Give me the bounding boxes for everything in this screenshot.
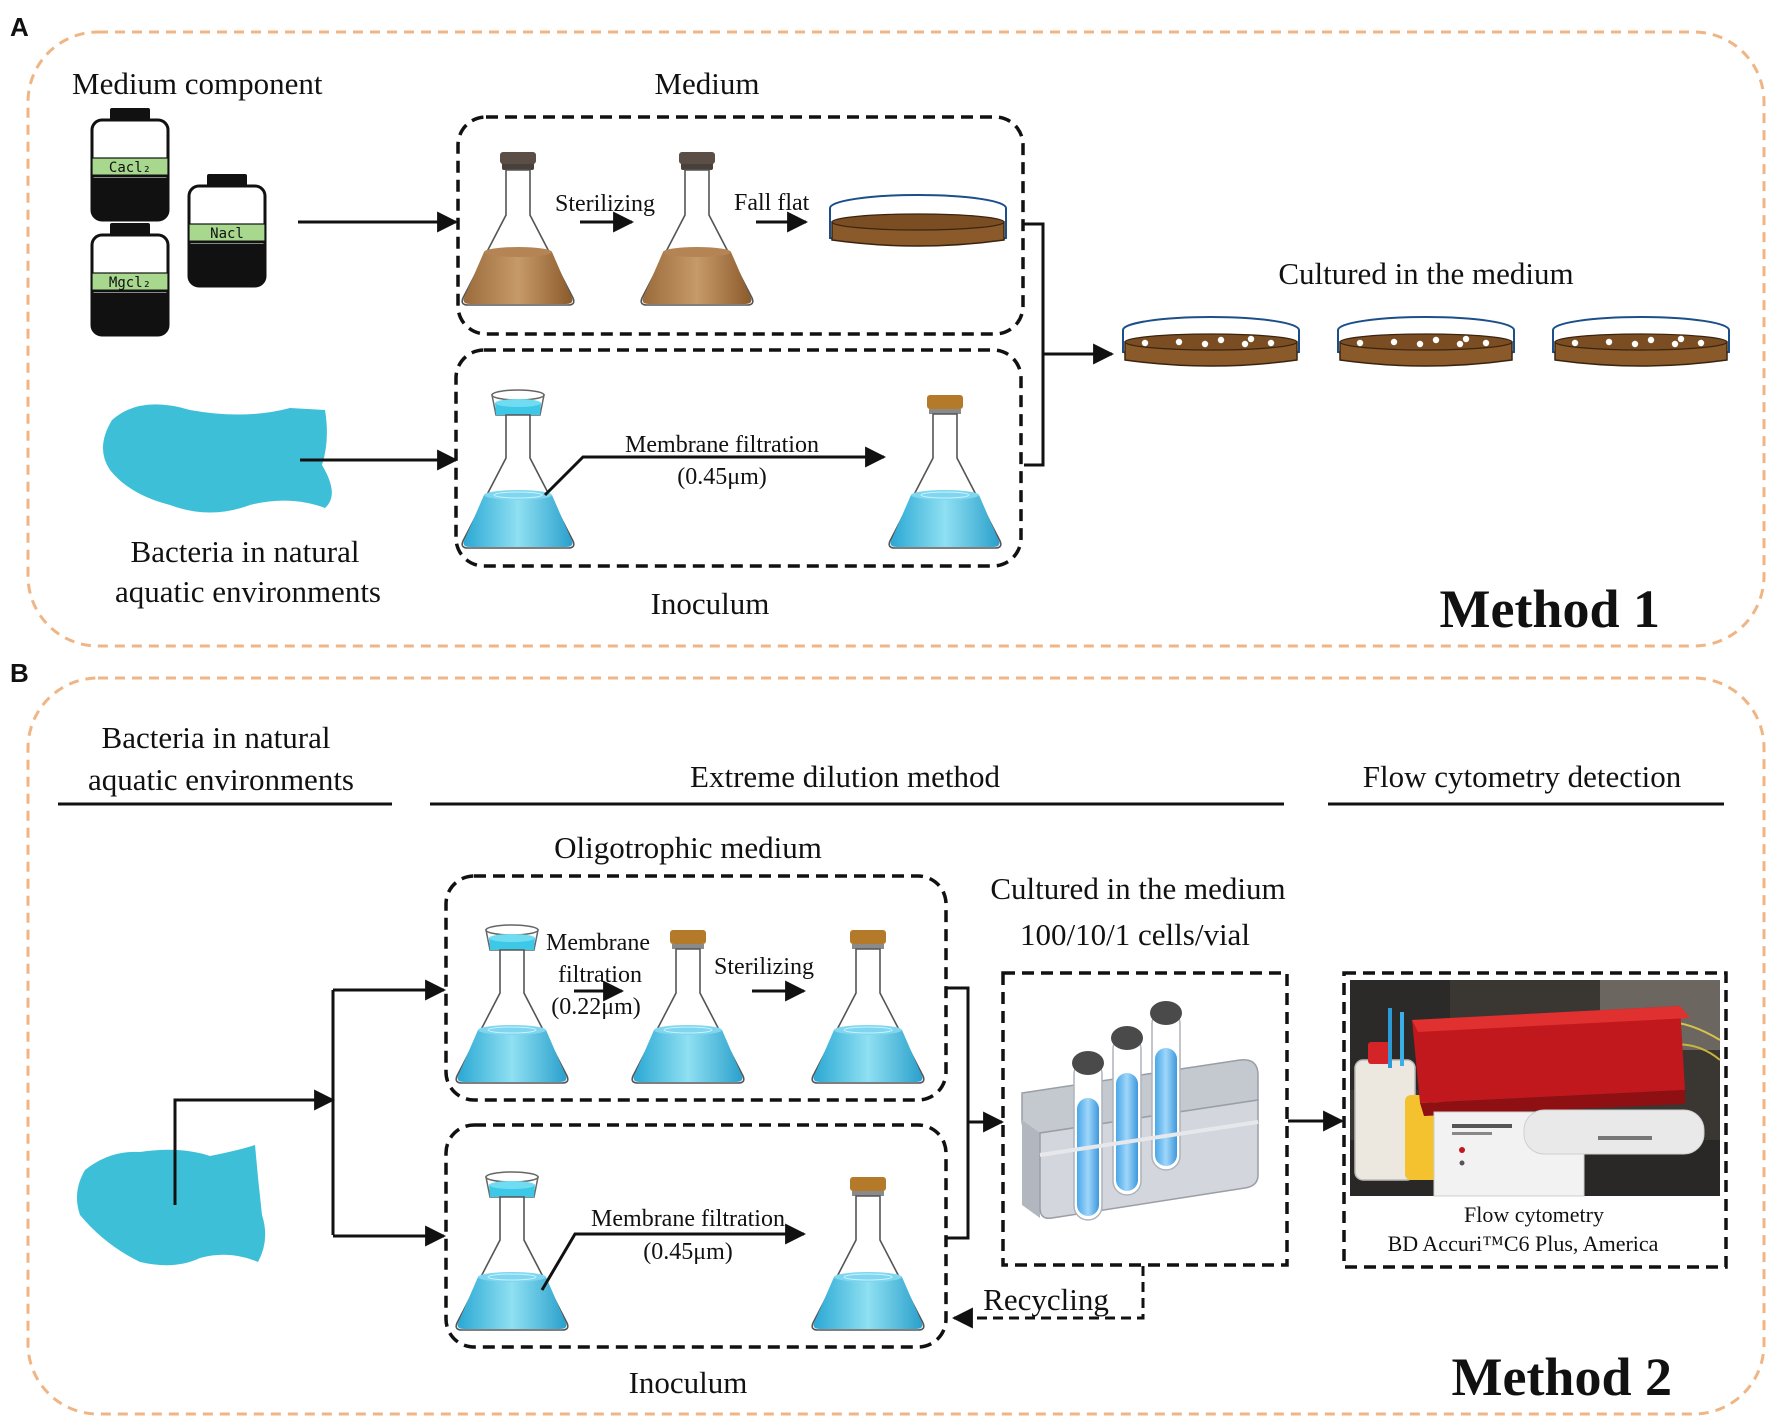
water-sample-blob-b: [76, 1145, 266, 1266]
recycling-label: Recycling: [983, 1282, 1109, 1317]
bacteria-line2-b: aquatic environments: [88, 762, 354, 797]
panel-a-letter: A: [10, 12, 29, 42]
extreme-dilution-label: Extreme dilution method: [690, 759, 1000, 794]
test-tube-2: [1111, 1026, 1143, 1196]
branch-from-sample: [173, 1089, 336, 1205]
petri-dish-colonies-1: [1122, 316, 1300, 367]
arrow-filtration-b2: [540, 1223, 807, 1291]
bacteria-line1-a: Bacteria in natural: [131, 534, 360, 569]
cultured-l2-b: 100/10/1 cells/vial: [1020, 917, 1250, 952]
bottle-label-mgcl2: Mgcl₂: [109, 275, 151, 291]
medium-component-label: Medium component: [72, 66, 323, 101]
filtration-l1-b: Membrane: [546, 930, 650, 956]
method-1-label: Method 1: [1440, 579, 1660, 639]
flow-caption-l2: BD Accuri™C6 Plus, America: [1388, 1231, 1659, 1256]
filtration-l3-b: (0.22μm): [551, 994, 641, 1020]
bottle-cacl2: Cacl₂: [90, 106, 170, 222]
inoculum-label-b: Inoculum: [629, 1365, 748, 1400]
medium-box: [456, 115, 1025, 336]
cultured-l1-b: Cultured in the medium: [990, 871, 1285, 906]
bottle-label-nacl: Nacl: [210, 226, 244, 242]
sterilizing-label-a: Sterilizing: [555, 191, 655, 217]
petri-dish-colonies-2: [1337, 316, 1515, 367]
sterilizing-label-b: Sterilizing: [714, 954, 814, 980]
method-2-label: Method 2: [1452, 1347, 1672, 1407]
cultured-label-a: Cultured in the medium: [1278, 256, 1573, 291]
flask-funnel-a: [461, 389, 575, 549]
inoculum-box-b: [444, 1123, 948, 1349]
flask-medium-sterile: [640, 151, 754, 306]
flask-medium-unsterile: [461, 151, 575, 306]
test-tube-1: [1072, 1051, 1104, 1221]
flow-detection-label: Flow cytometry detection: [1363, 759, 1682, 794]
petri-dish-plain: [829, 194, 1007, 247]
panel-a-frame: [26, 30, 1766, 648]
flow-caption-l1: Flow cytometry: [1464, 1202, 1604, 1227]
water-sample-blob-a: [102, 404, 332, 513]
fall-flat-label: Fall flat: [734, 190, 810, 216]
flask-filtered-b2: [811, 1176, 925, 1331]
pore-label-b2: (0.45μm): [643, 1239, 733, 1265]
medium-label: Medium: [654, 66, 759, 101]
bracket-to-culture-a: [1024, 222, 1045, 467]
rack-front-bar: [1039, 1120, 1259, 1157]
bacteria-line2-a: aquatic environments: [115, 574, 381, 609]
flask-sterile-b: [811, 929, 925, 1084]
flask-funnel-b2: [455, 1171, 569, 1331]
bottle-mgcl2: Mgcl₂: [90, 221, 170, 337]
panel-b-letter: B: [10, 658, 29, 688]
flow-box: [1342, 971, 1728, 1269]
bottle-label-cacl2: Cacl₂: [109, 160, 151, 176]
recycling-arrow: [951, 1266, 1145, 1329]
bracket-to-culture-b: [947, 986, 970, 1240]
flow-cytometer-photo: [1350, 980, 1721, 1197]
inoculum-box-a: [454, 348, 1023, 568]
bottle-nacl: Nacl: [187, 172, 267, 288]
flask-filtered-a: [888, 394, 1002, 549]
test-tube-3: [1150, 1001, 1182, 1171]
inoculum-label-a: Inoculum: [651, 586, 770, 621]
petri-dish-colonies-3: [1552, 316, 1730, 367]
arrow-filtration-a: [543, 446, 887, 497]
oligotrophic-box: [444, 874, 948, 1102]
bacteria-line1-b: Bacteria in natural: [102, 720, 331, 755]
filtration-label-b2: Membrane filtration: [591, 1206, 785, 1232]
pore-label-a: (0.45μm): [677, 464, 767, 490]
oligotrophic-label: Oligotrophic medium: [554, 830, 822, 865]
culture-box-b: [1001, 971, 1289, 1267]
filtration-l2-b: filtration: [558, 962, 642, 988]
filtration-label-a: Membrane filtration: [625, 432, 819, 458]
